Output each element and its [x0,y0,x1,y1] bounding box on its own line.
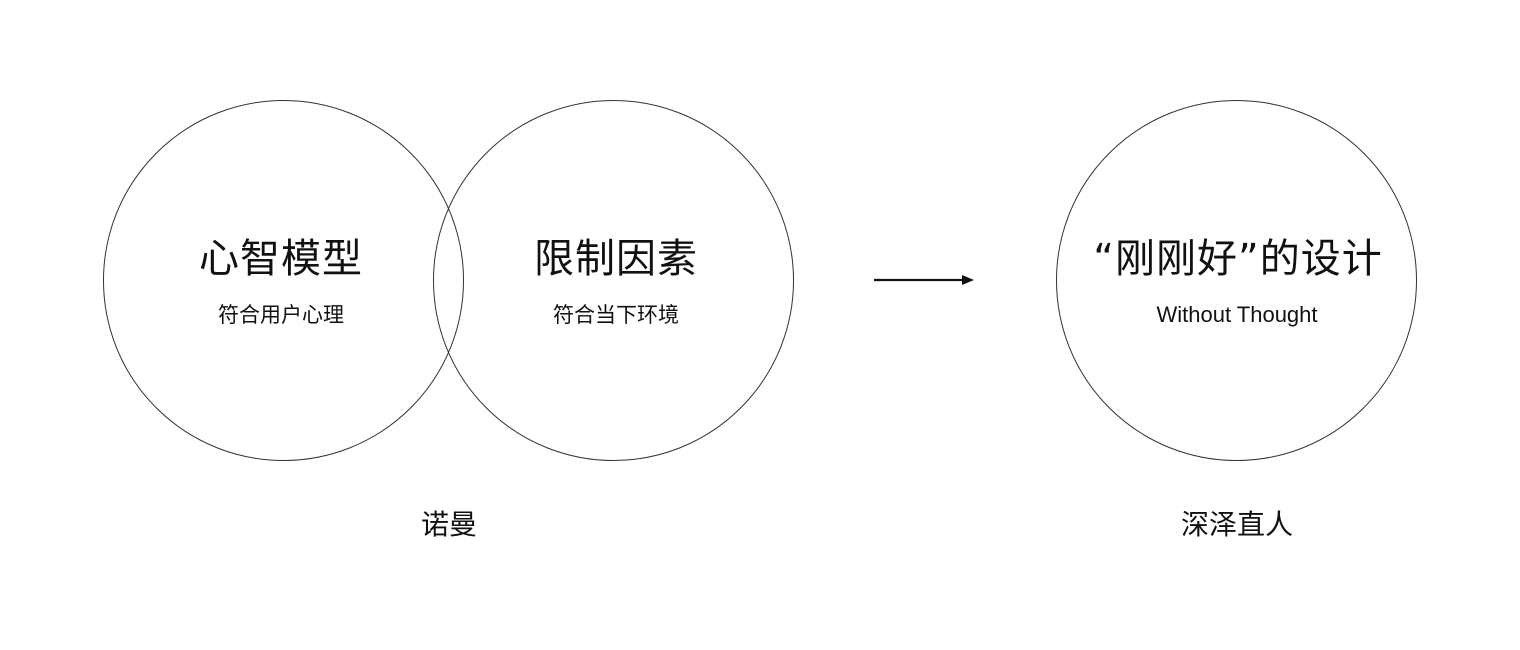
right-arrow-icon [874,275,974,285]
naoto-fukasawa-caption: 深泽直人 [1180,508,1294,541]
just-right-design-subtitle: Without Thought [1156,302,1318,327]
constraints-circle [433,100,794,461]
constraints-title: 限制因素 [534,236,698,282]
just-right-design-circle [1056,100,1417,461]
mental-model-subtitle: 符合用户心理 [218,303,344,327]
constraints-subtitle: 符合当下环境 [553,303,679,327]
just-right-design-title: “刚刚好”的设计 [1093,236,1383,282]
mental-model-title: 心智模型 [199,236,363,282]
norman-caption: 诺曼 [420,508,478,541]
